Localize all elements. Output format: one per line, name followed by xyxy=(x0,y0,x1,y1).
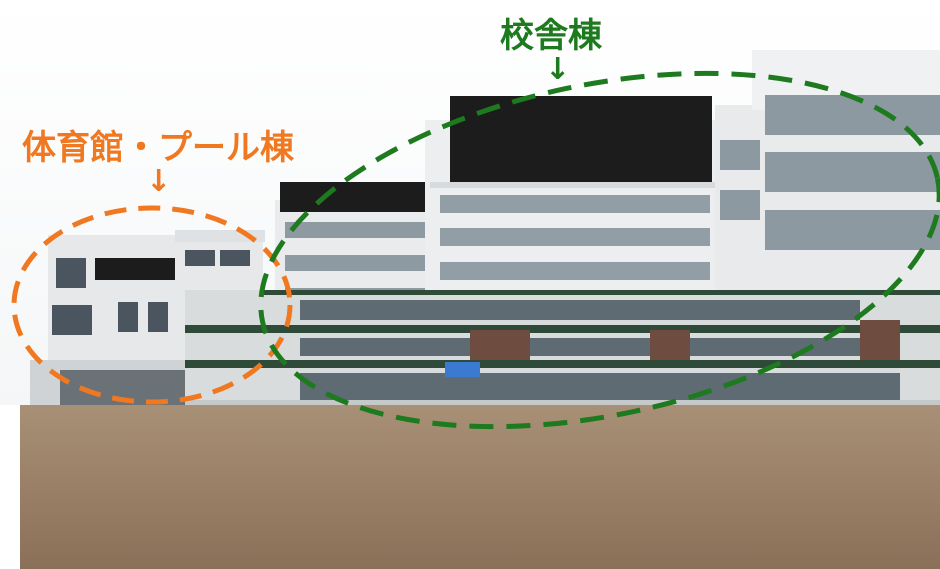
school-building-label: 校舎棟 xyxy=(500,16,602,56)
gym-pool-building-label: 体育館・プール棟 xyxy=(22,128,294,168)
school-building-arrow-icon: ↓ xyxy=(545,52,571,87)
gym-pool-outline xyxy=(11,205,293,405)
gym-pool-arrow-icon: ↓ xyxy=(146,164,172,199)
long-low-building xyxy=(185,290,940,418)
school-building-outline xyxy=(258,70,940,430)
schoolyard-ground xyxy=(20,405,940,569)
